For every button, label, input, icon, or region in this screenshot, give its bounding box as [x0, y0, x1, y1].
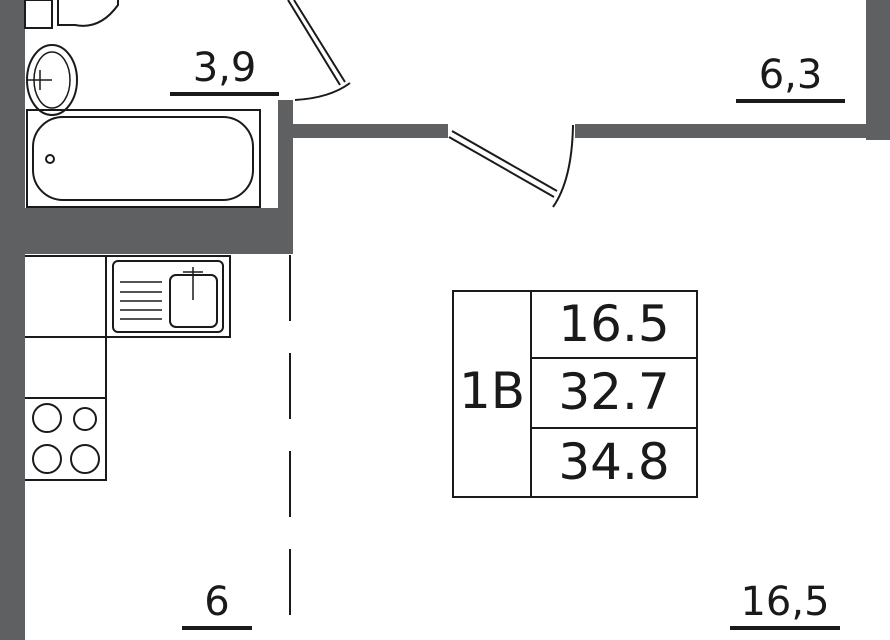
washing-machine-icon — [24, 0, 53, 29]
bathroom-side-wall — [278, 100, 293, 254]
apartment-type: 1В — [458, 362, 526, 420]
toilet-icon — [57, 0, 119, 27]
area-without-balcony-value: 32.7 — [558, 363, 670, 421]
right-wall — [866, 0, 890, 140]
total-area-value: 34.8 — [558, 433, 670, 491]
living-area-label: 16,5 — [740, 579, 830, 625]
bathroom-kitchen-wall — [25, 208, 293, 254]
bathroom-door-icon — [287, 0, 351, 101]
hall-wall-left — [293, 124, 448, 138]
kitchen-area-label: 6 — [204, 579, 230, 625]
hallway-area-label: 6,3 — [758, 52, 823, 98]
washbasin-icon — [26, 44, 78, 116]
living-area-value: 16.5 — [558, 295, 670, 353]
kitchen-counter — [25, 255, 107, 481]
bathtub-icon — [26, 109, 261, 208]
left-wall — [0, 0, 25, 640]
kitchen-sink-icon — [105, 255, 231, 338]
hall-wall-right — [575, 124, 866, 138]
entry-door-icon — [448, 124, 574, 208]
bathroom-area-label: 3,9 — [192, 45, 257, 91]
apartment-summary-box — [452, 290, 698, 498]
stove-icon — [32, 403, 100, 474]
